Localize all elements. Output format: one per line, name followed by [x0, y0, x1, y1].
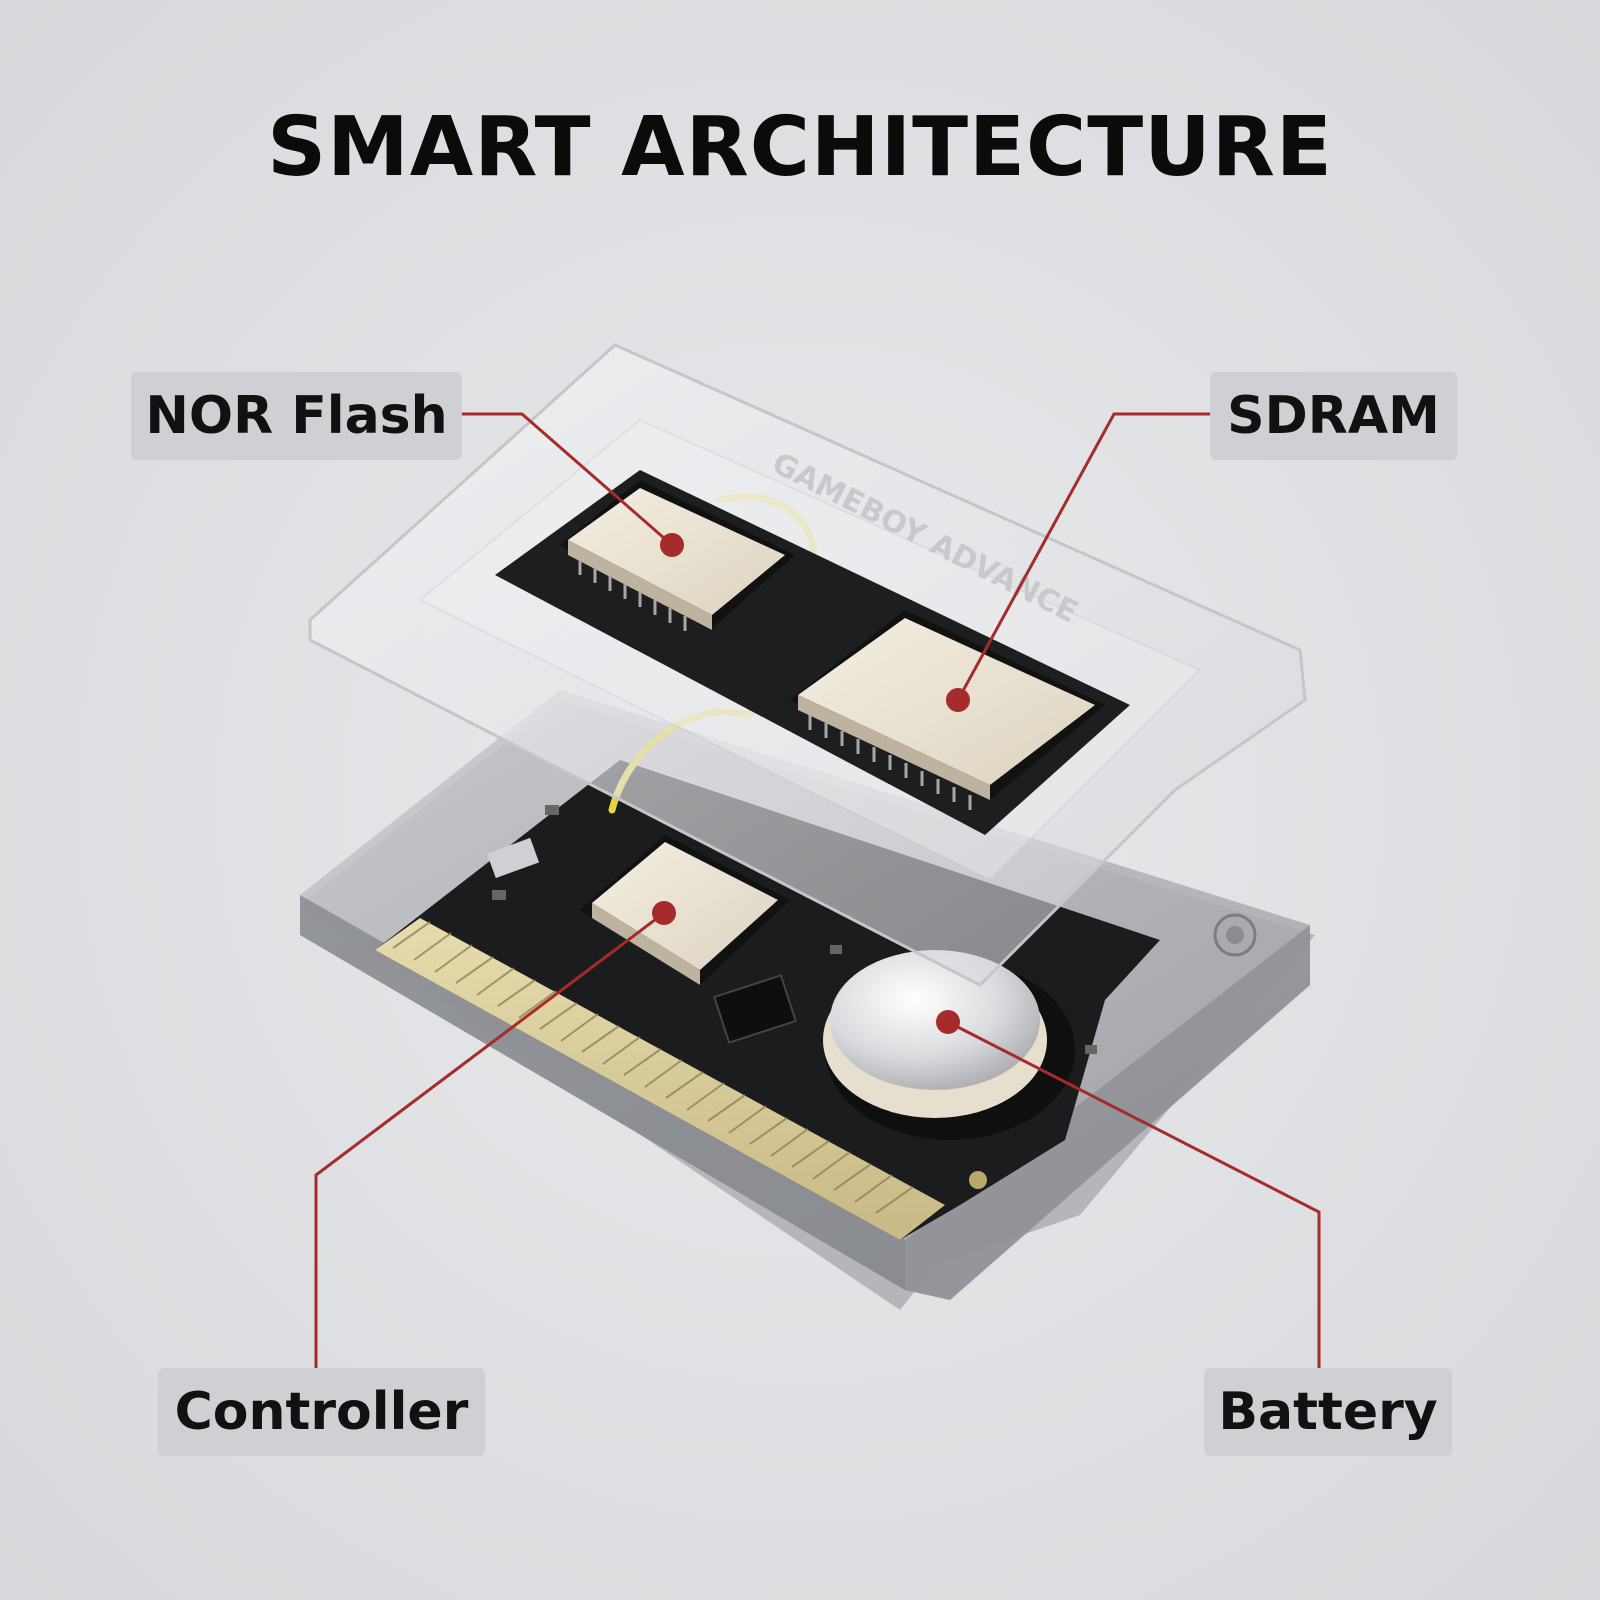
nor-flash-dot	[660, 533, 684, 557]
leader-dots	[652, 533, 970, 1034]
leader-lines	[314, 412, 1321, 1368]
label-sdram: SDRAM	[1210, 372, 1457, 460]
label-nor-flash: NOR Flash	[131, 372, 462, 460]
leader-line-battery	[947, 1020, 1321, 1368]
coin-cell-battery	[823, 950, 1075, 1140]
label-battery: Battery	[1204, 1368, 1452, 1456]
controller-dot	[652, 901, 676, 925]
leader-line-nor-flash	[462, 412, 673, 547]
controller-chip	[580, 835, 790, 985]
label-controller: Controller	[158, 1368, 485, 1456]
battery-dot	[936, 1010, 960, 1034]
sdram-dot	[946, 688, 970, 712]
page-title: SMART ARCHITECTURE	[267, 100, 1333, 195]
leader-line-controller	[314, 911, 665, 1368]
leader-line-sdram	[956, 412, 1210, 701]
